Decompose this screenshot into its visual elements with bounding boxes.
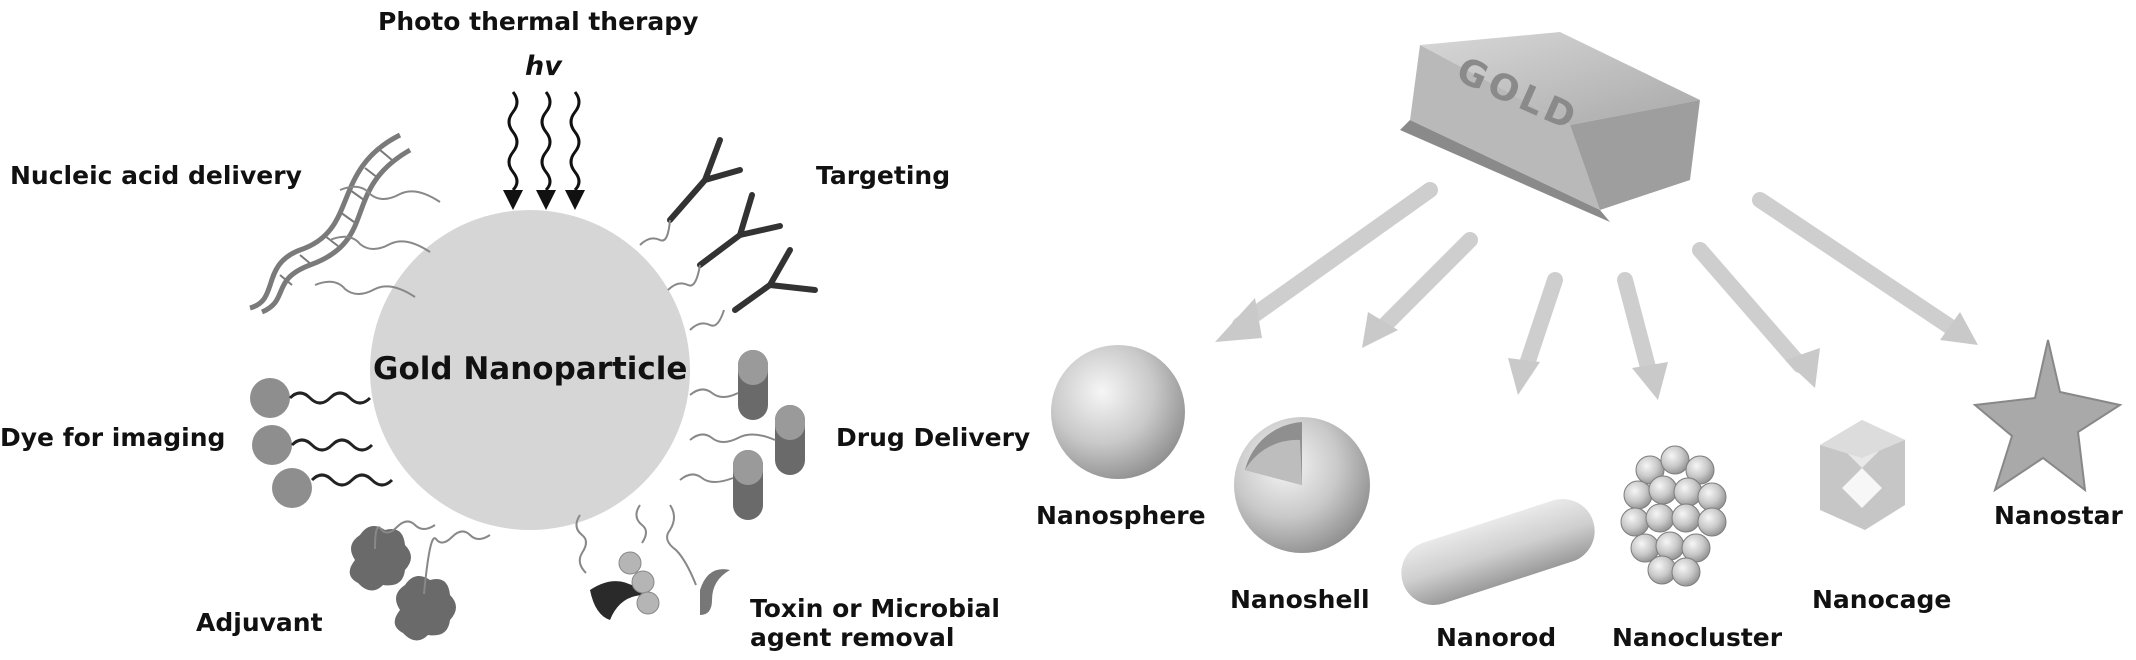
antibody-icon bbox=[667, 137, 818, 313]
dye-for-imaging-label: Dye for imaging bbox=[0, 423, 226, 452]
gold-bar-icon bbox=[1400, 32, 1700, 222]
toxin-removal-label-line1: Toxin or Microbial bbox=[750, 594, 1000, 623]
left-panel bbox=[249, 91, 818, 641]
dna-helix-icon bbox=[249, 132, 412, 315]
nanosphere-label: Nanosphere bbox=[1036, 501, 1206, 530]
nanocage-label: Nanocage bbox=[1812, 585, 1952, 614]
nanosphere-icon bbox=[1051, 345, 1185, 479]
adjuvant-label: Adjuvant bbox=[196, 608, 323, 637]
adjuvant-linkers bbox=[374, 520, 491, 595]
photo-thermal-therapy-label: Photo thermal therapy bbox=[378, 7, 699, 36]
nanoshell-icon bbox=[1234, 417, 1370, 553]
nanostar-label: Nanostar bbox=[1994, 501, 2123, 530]
gold-nanoparticle-label: Gold Nanoparticle bbox=[373, 351, 688, 387]
nucleic-acid-delivery-label: Nucleic acid delivery bbox=[10, 161, 302, 190]
toxin-icon bbox=[590, 551, 730, 620]
spread-arrow-heads bbox=[1215, 298, 1978, 400]
nucleic-linkers bbox=[314, 185, 441, 298]
targeting-label: Targeting bbox=[816, 161, 951, 190]
dye-linkers bbox=[288, 391, 394, 487]
hv-label: hv bbox=[525, 51, 562, 82]
nanostar-icon bbox=[1972, 339, 2123, 493]
right-panel bbox=[1051, 32, 2123, 606]
adjuvant-icon bbox=[349, 526, 456, 641]
gold-nanoparticle-core bbox=[370, 210, 690, 530]
light-wave-icon bbox=[503, 91, 585, 210]
nanorod-icon bbox=[1401, 498, 1595, 606]
toxin-removal-label-line2: agent removal bbox=[750, 623, 955, 652]
drug-linkers bbox=[679, 388, 776, 483]
nanoshell-label: Nanoshell bbox=[1230, 585, 1370, 614]
dye-molecule-icon bbox=[250, 378, 312, 508]
nanocage-icon bbox=[1820, 420, 1905, 530]
targeting-linkers bbox=[639, 219, 725, 331]
nanocluster-label: Nanocluster bbox=[1612, 623, 1783, 652]
drug-capsule-icon bbox=[733, 350, 805, 520]
nanorod-label: Nanorod bbox=[1436, 623, 1557, 652]
drug-delivery-label: Drug Delivery bbox=[836, 423, 1031, 452]
nanocluster-icon bbox=[1620, 445, 1727, 587]
spread-arrows bbox=[1232, 182, 1963, 383]
toxin-linkers bbox=[575, 504, 697, 586]
